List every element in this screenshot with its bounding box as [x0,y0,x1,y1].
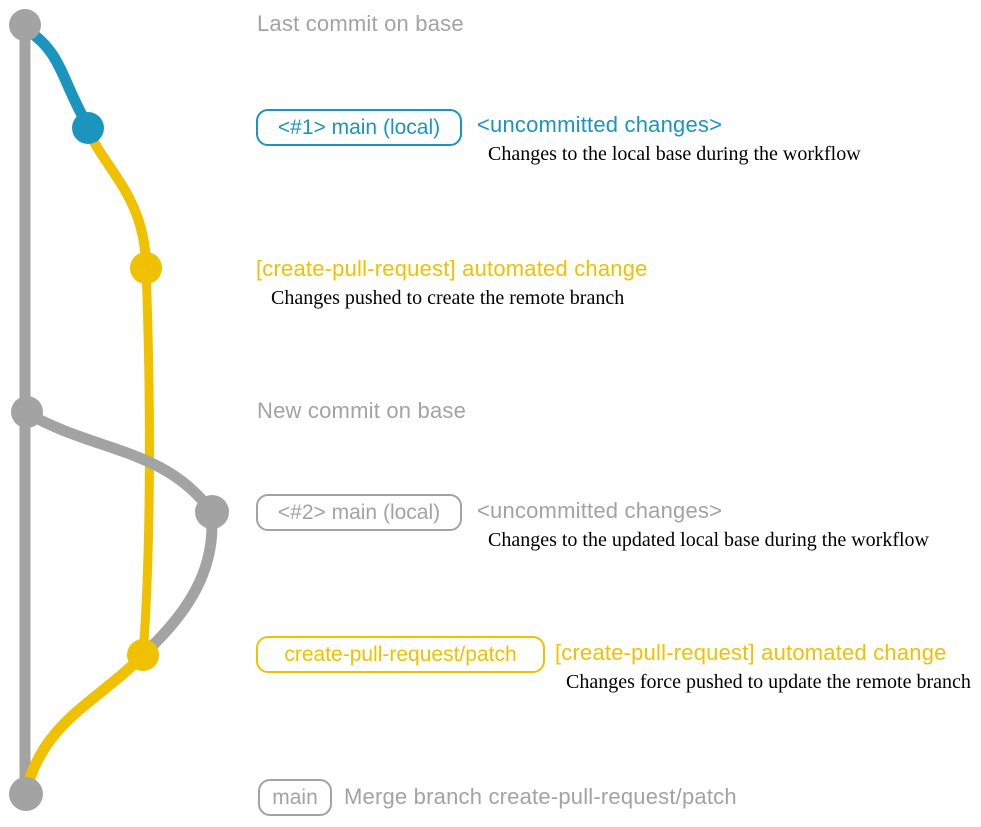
patch-branch-edge-icon [83,123,151,273]
uncommitted-changes-note-2: <uncommitted changes> [477,498,723,523]
commit-dot-automated-change-2 [127,639,159,671]
merge-branch-label: Merge branch create-pull-request/patch [344,784,737,809]
badge-main-local-2: <#2> main (local) [256,494,462,531]
commit-dot-merge [9,777,43,811]
uncommitted-changes-desc-1: Changes to the local base during the wor… [488,143,861,165]
automated-change-label-2: [create-pull-request] automated change [555,640,947,665]
badge-main-local-1: <#1> main (local) [256,109,462,146]
uncommitted-changes-desc-2: Changes to the updated local base during… [488,529,929,551]
local-main-edge-icon [21,24,93,130]
merge-edge-icon [21,649,149,794]
rebase-edge-out-icon [21,407,217,517]
new-commit-label: New commit on base [257,398,467,423]
rebase-edge-in-icon [140,505,218,658]
commit-dot-main-local-2 [195,495,229,529]
commit-dot-new-base [11,396,43,428]
commit-dot-main-local-1 [72,112,104,144]
automated-change-label-1: [create-pull-request] automated change [256,256,648,281]
automated-change-desc-1: Changes pushed to create the remote bran… [271,287,625,309]
patch-branch-line [138,263,154,660]
commit-dot-last-base [9,9,41,41]
uncommitted-changes-note-1: <uncommitted changes> [477,112,723,137]
last-commit-label: Last commit on base [257,11,464,36]
badge-patch-branch: create-pull-request/patch [256,636,545,673]
automated-change-desc-2: Changes force pushed to update the remot… [566,671,971,693]
commit-dot-automated-change-1 [130,252,162,284]
badge-main: main [258,779,332,816]
